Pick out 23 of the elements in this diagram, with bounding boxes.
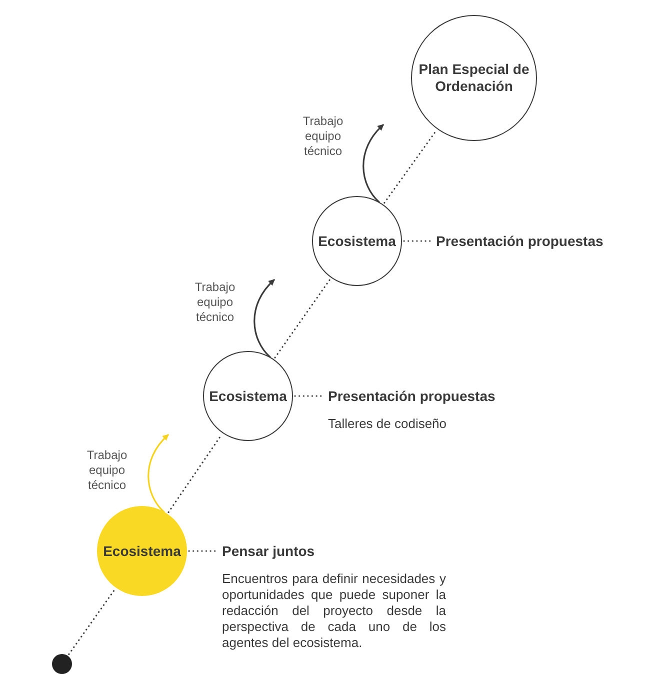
start-dot bbox=[52, 654, 72, 674]
curved-arrow bbox=[148, 434, 169, 513]
dotted-connector bbox=[274, 278, 331, 358]
step-title: Pensar juntos bbox=[222, 542, 315, 560]
edge-label: Trabajo equipo técnico bbox=[194, 280, 236, 325]
step-description: Encuentros para definir necesidades y oportunidades que puede suponer la redacción del proyecto desde la perspectiva de cada uno de los agentes del ecosistema. bbox=[222, 571, 446, 651]
node-label: Ecosistema bbox=[318, 232, 396, 250]
dotted-connector bbox=[384, 130, 437, 204]
edge-label: Trabajo equipo técnico bbox=[302, 114, 344, 159]
dotted-connector bbox=[68, 588, 116, 655]
dotted-connector bbox=[294, 395, 323, 397]
step-title: Presentación propuestas bbox=[436, 232, 604, 250]
dotted-connector bbox=[188, 550, 217, 552]
step-description: Talleres de codiseño bbox=[328, 416, 448, 432]
curved-arrow bbox=[254, 279, 275, 358]
dotted-connector bbox=[403, 240, 431, 242]
node-label: Ecosistema bbox=[209, 388, 287, 404]
edge-label: Trabajo equipo técnico bbox=[86, 448, 128, 493]
node-label: Plan Especial de Ordenación bbox=[418, 61, 530, 95]
step-title: Presentación propuestas bbox=[328, 387, 496, 405]
node-label: Ecosistema bbox=[103, 542, 181, 560]
dotted-connector bbox=[168, 434, 222, 513]
curved-arrow bbox=[362, 124, 384, 203]
